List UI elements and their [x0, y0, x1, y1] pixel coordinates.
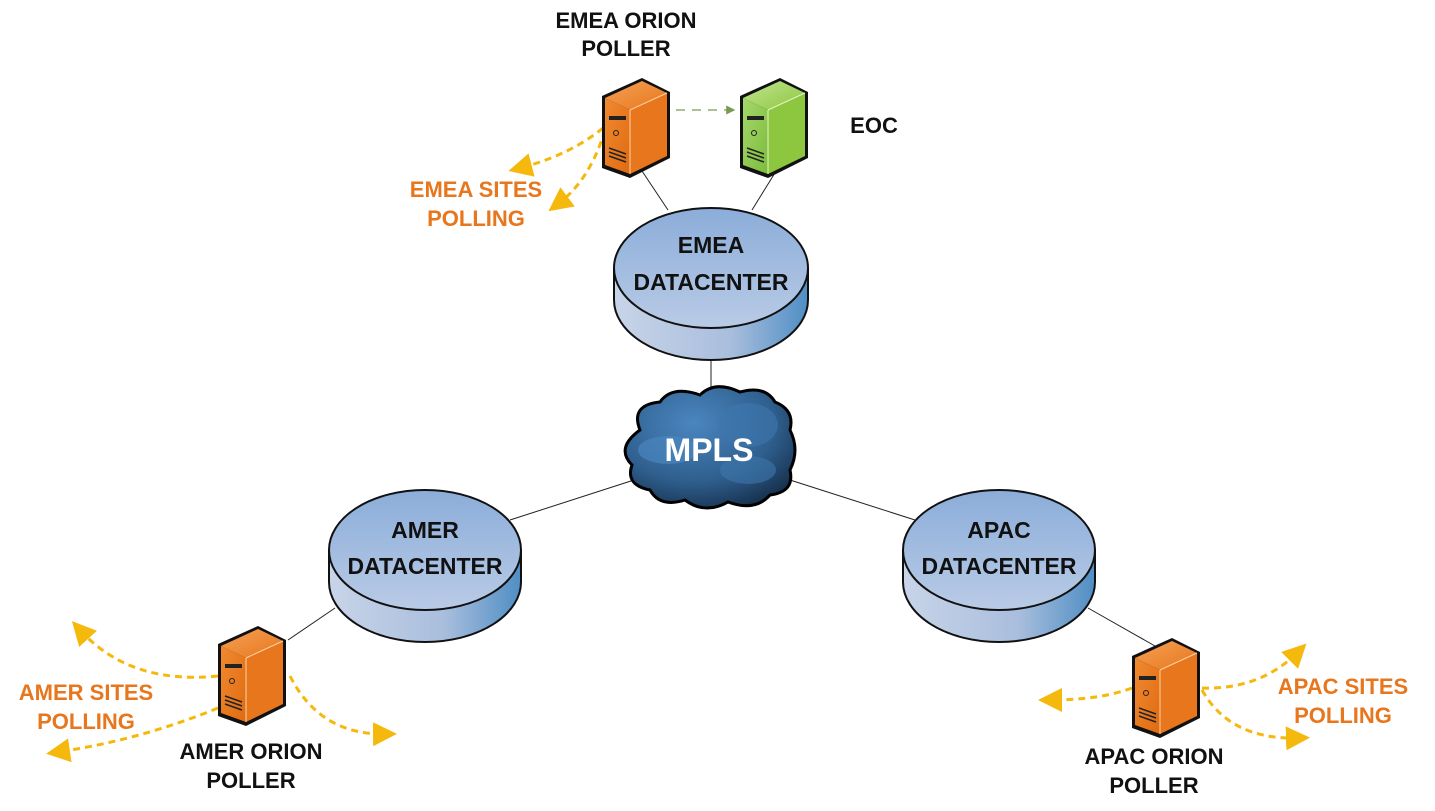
apac-polling-arrow-2 — [1201, 643, 1307, 690]
mpls-label: MPLS — [665, 432, 754, 468]
link-mpls-amer-dc — [509, 479, 635, 521]
amer-polling-arrow-3 — [288, 675, 397, 747]
amer-polling-label-line1: AMER SITES — [19, 680, 153, 705]
apac-polling-label-line2: POLLING — [1294, 703, 1392, 728]
polling-arrows — [46, 126, 1310, 763]
apac-dc-label-line2: DATACENTER — [921, 553, 1076, 579]
link-amer-dc-amer-poller — [287, 607, 336, 641]
amer-polling-arrow-2 — [46, 706, 219, 763]
apac-polling-arrow-1 — [1038, 686, 1133, 712]
mpls-cloud-icon[interactable] — [623, 385, 797, 510]
emea-dc-label-line1: EMEA — [678, 232, 744, 258]
amer-polling-label-line2: POLLING — [37, 709, 135, 734]
eoc-server-icon[interactable] — [740, 78, 808, 178]
amer-poller-label-line2: POLLER — [206, 768, 295, 793]
emea-poller-label-line2: POLLER — [581, 36, 670, 61]
emea-poller-server-icon[interactable] — [602, 78, 670, 178]
apac-datacenter-icon[interactable] — [902, 489, 1096, 643]
emea-polling-arrow-1 — [508, 126, 604, 177]
amer-dc-label-line2: DATACENTER — [347, 553, 502, 579]
apac-poller-server-icon[interactable] — [1132, 638, 1200, 738]
emea-poller-label-line1: EMEA ORION — [556, 8, 697, 33]
amer-poller-label-line1: AMER ORION — [180, 739, 323, 764]
emea-polling-label-line2: POLLING — [427, 206, 525, 231]
link-apac-dc-apac-poller — [1087, 607, 1156, 647]
amer-polling-arrow-1 — [71, 621, 219, 679]
amer-datacenter-icon[interactable] — [328, 489, 522, 643]
emea-datacenter-icon[interactable] — [613, 207, 809, 361]
emea-polling-label-line1: EMEA SITES — [410, 177, 542, 202]
amer-dc-label-line1: AMER — [391, 517, 459, 543]
eoc-label: EOC — [850, 113, 898, 138]
emea-dc-label-line2: DATACENTER — [633, 269, 788, 295]
apac-poller-label-line1: APAC ORION — [1085, 744, 1224, 769]
link-emea-poller-emea-dc — [639, 167, 669, 211]
apac-poller-label-line2: POLLER — [1109, 773, 1198, 798]
link-mpls-apac-dc — [789, 479, 916, 521]
emea-polling-arrow-2 — [548, 129, 607, 212]
apac-polling-label-line1: APAC SITES — [1278, 674, 1408, 699]
amer-poller-server-icon[interactable] — [218, 626, 286, 726]
apac-polling-arrow-3 — [1200, 689, 1310, 751]
apac-dc-label-line1: APAC — [967, 517, 1030, 543]
